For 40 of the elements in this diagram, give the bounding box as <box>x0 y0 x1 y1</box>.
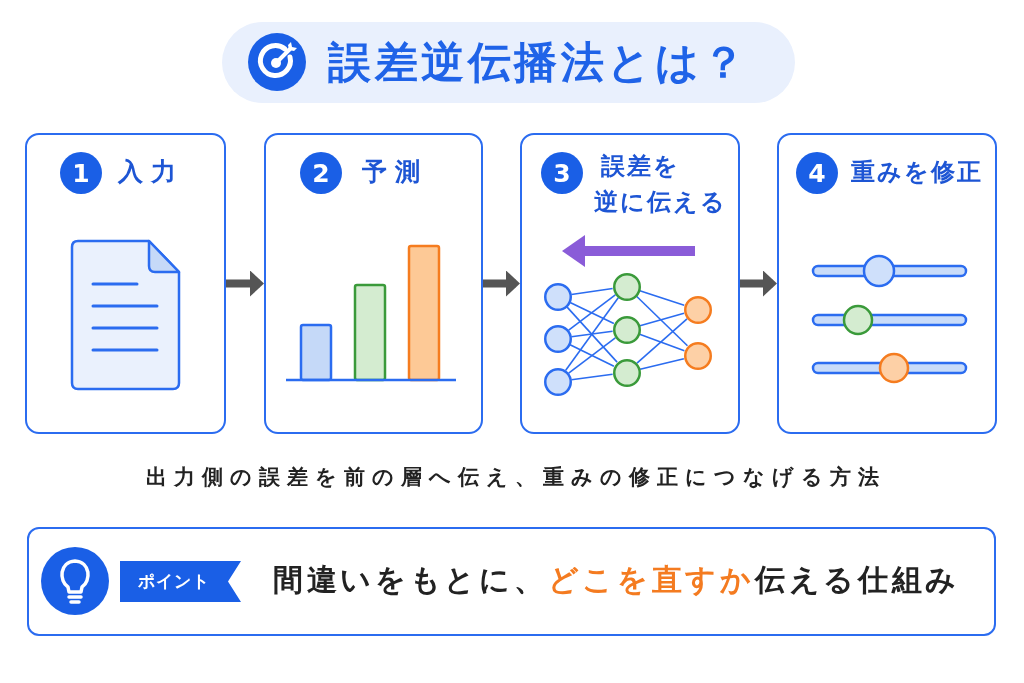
neuron-circle <box>612 315 641 344</box>
step-title: 入力 <box>118 156 185 188</box>
connection-line <box>564 297 620 371</box>
neuron-circle <box>612 358 641 387</box>
neuron-circle <box>543 282 572 311</box>
neuron-circle <box>683 341 712 370</box>
connection-line <box>570 373 614 381</box>
connection-line <box>635 295 689 347</box>
caption-text: 出力側の誤差を前の層へ伝え、重みの修正につなげる方法 <box>145 464 887 491</box>
connection-line <box>569 343 615 368</box>
step-number-badge: 2 <box>300 152 342 194</box>
connection-line <box>569 301 615 325</box>
step-title: 予測 <box>362 156 429 188</box>
step-panel <box>264 133 483 434</box>
connection-line <box>639 290 685 306</box>
step-title: 重みを修正 <box>851 157 984 188</box>
connection-line <box>567 337 617 374</box>
neuron-circle <box>612 272 641 301</box>
step-panel <box>520 133 740 434</box>
title-text: 誤差逆伝播法とは？ <box>328 36 749 89</box>
connection-line <box>636 318 688 364</box>
step-number-badge: 4 <box>796 152 838 194</box>
step-title: 誤差を逆に伝える <box>593 151 727 218</box>
connection-line <box>570 330 614 338</box>
step-panel <box>25 133 226 434</box>
neuron-circle <box>543 367 572 396</box>
step-panel <box>777 133 997 434</box>
connection-line <box>567 294 617 331</box>
connection-line <box>638 333 686 352</box>
step-number-badge: 1 <box>60 152 102 194</box>
point-ribbon: ポイント <box>119 560 241 602</box>
connection-line <box>639 357 685 371</box>
point-box <box>27 527 996 636</box>
connection-line <box>566 306 618 363</box>
neuron-circle <box>543 324 572 353</box>
neuron-circle <box>683 295 712 324</box>
step-number-badge: 3 <box>541 152 583 194</box>
connection-line <box>570 287 614 296</box>
point-text: 間違いをもとに、どこを直すか伝える仕組み <box>273 561 960 599</box>
connection-line <box>639 312 685 327</box>
